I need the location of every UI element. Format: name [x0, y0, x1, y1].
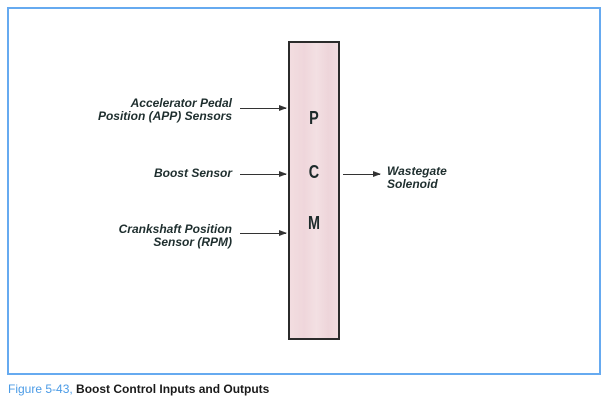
- figure-caption: Figure 5-43, Boost Control Inputs and Ou…: [8, 382, 269, 396]
- pcm-letter-m: M: [308, 213, 320, 233]
- arrow-pcm-to-wastegate: [343, 171, 381, 177]
- pcm-block: P C M: [288, 41, 340, 340]
- input-label-line: Boost Sensor: [153, 166, 232, 180]
- arrow-boost-to-pcm: [240, 171, 287, 177]
- input-label-line: Crankshaft Position: [118, 222, 232, 236]
- output-label-line: Wastegate: [387, 164, 447, 178]
- figure-number: Figure 5-43,: [8, 382, 73, 396]
- input-label-boost-sensor: Boost Sensor: [80, 167, 232, 180]
- input-label-app-sensors: Accelerator Pedal Position (APP) Sensors: [80, 97, 232, 123]
- arrow-crankshaft-to-pcm: [240, 230, 287, 236]
- input-label-line: Sensor (RPM): [153, 235, 232, 249]
- output-label-line: Solenoid: [387, 177, 438, 191]
- figure-frame: [7, 7, 601, 375]
- input-label-crankshaft-sensor: Crankshaft Position Sensor (RPM): [80, 223, 232, 249]
- pcm-letter-c: C: [308, 162, 320, 182]
- figure-title: Boost Control Inputs and Outputs: [76, 382, 270, 396]
- pcm-letter-p: P: [309, 108, 319, 128]
- arrow-app-to-pcm: [240, 105, 287, 111]
- input-label-line: Position (APP) Sensors: [97, 109, 232, 123]
- input-label-line: Accelerator Pedal: [130, 96, 232, 110]
- output-label-wastegate-solenoid: Wastegate Solenoid: [387, 165, 507, 191]
